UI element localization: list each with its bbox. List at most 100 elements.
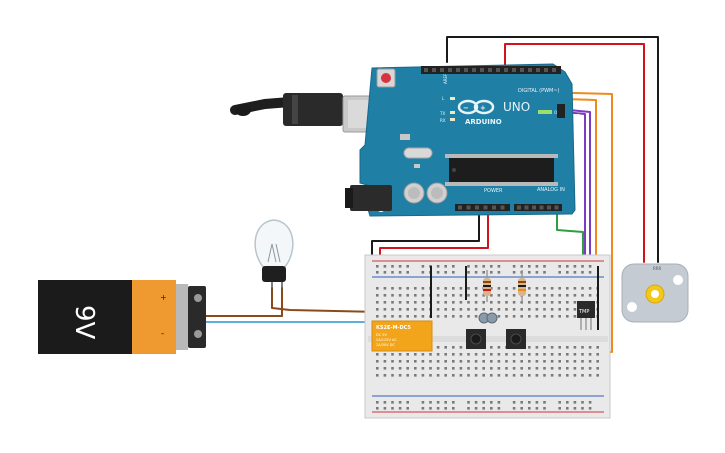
header-pin-hole[interactable]	[488, 68, 492, 72]
breadboard-hole[interactable]	[543, 374, 546, 377]
breadboard-hole[interactable]	[467, 374, 470, 377]
breadboard-hole[interactable]	[459, 374, 463, 377]
breadboard-hole[interactable]	[512, 265, 516, 268]
breadboard-hole[interactable]	[452, 294, 455, 297]
breadboard-hole[interactable]	[459, 353, 463, 356]
breadboard-hole[interactable]	[383, 374, 387, 377]
light-bulb[interactable]	[254, 219, 294, 290]
header-pin-hole[interactable]	[458, 205, 462, 210]
breadboard-hole[interactable]	[444, 367, 447, 370]
breadboard-hole[interactable]	[535, 271, 539, 274]
pushbutton-2[interactable]	[506, 329, 526, 349]
wire-black-gnd-to-motor[interactable]	[446, 36, 659, 263]
breadboard-hole[interactable]	[406, 360, 409, 363]
header-pin-hole[interactable]	[536, 68, 540, 72]
breadboard-hole[interactable]	[490, 308, 493, 311]
breadboard-hole[interactable]	[459, 308, 463, 311]
breadboard-hole[interactable]	[505, 374, 508, 377]
breadboard-hole[interactable]	[482, 294, 485, 297]
breadboard-hole[interactable]	[383, 367, 387, 370]
breadboard-hole[interactable]	[581, 367, 584, 370]
breadboard-hole[interactable]	[512, 353, 516, 356]
breadboard-hole[interactable]	[588, 353, 592, 356]
breadboard-hole[interactable]	[543, 367, 546, 370]
breadboard-hole[interactable]	[452, 360, 455, 363]
breadboard-hole[interactable]	[383, 353, 387, 356]
breadboard-hole[interactable]	[398, 353, 402, 356]
breadboard-hole[interactable]	[573, 294, 577, 297]
breadboard-hole[interactable]	[566, 271, 569, 274]
breadboard-hole[interactable]	[490, 374, 493, 377]
breadboard-hole[interactable]	[452, 374, 455, 377]
breadboard-hole[interactable]	[512, 401, 516, 404]
breadboard-hole[interactable]	[383, 407, 387, 410]
resistor-1[interactable]	[483, 270, 491, 302]
breadboard-hole[interactable]	[543, 294, 546, 297]
breadboard-hole[interactable]	[391, 265, 394, 268]
breadboard-hole[interactable]	[558, 294, 561, 297]
breadboard-hole[interactable]	[581, 360, 584, 363]
header-pin-hole[interactable]	[424, 68, 428, 72]
breadboard-hole[interactable]	[512, 271, 516, 274]
breadboard-hole[interactable]	[505, 301, 508, 304]
breadboard-hole[interactable]	[588, 367, 592, 370]
breadboard-hole[interactable]	[436, 315, 440, 318]
header-pin-hole[interactable]	[466, 205, 471, 210]
breadboard-hole[interactable]	[414, 315, 417, 318]
breadboard-hole[interactable]	[550, 315, 554, 318]
breadboard-hole[interactable]	[383, 308, 387, 311]
breadboard-hole[interactable]	[452, 401, 455, 404]
breadboard-hole[interactable]	[512, 360, 516, 363]
breadboard-hole[interactable]	[550, 360, 554, 363]
breadboard-hole[interactable]	[383, 315, 387, 318]
breadboard-hole[interactable]	[436, 407, 440, 410]
breadboard-hole[interactable]	[398, 287, 402, 290]
breadboard-hole[interactable]	[566, 353, 569, 356]
breadboard-hole[interactable]	[535, 308, 539, 311]
breadboard-hole[interactable]	[558, 301, 561, 304]
breadboard-hole[interactable]	[452, 353, 455, 356]
breadboard-hole[interactable]	[543, 407, 546, 410]
breadboard-hole[interactable]	[421, 287, 425, 290]
breadboard-hole[interactable]	[474, 301, 478, 304]
breadboard-hole[interactable]	[391, 360, 394, 363]
header-pin-hole[interactable]	[472, 68, 476, 72]
breadboard-hole[interactable]	[414, 294, 417, 297]
breadboard-hole[interactable]	[391, 315, 394, 318]
breadboard-hole[interactable]	[528, 287, 531, 290]
breadboard-hole[interactable]	[566, 287, 569, 290]
breadboard-hole[interactable]	[558, 367, 561, 370]
pushbutton-1[interactable]	[466, 329, 486, 349]
breadboard-hole[interactable]	[497, 301, 501, 304]
breadboard-hole[interactable]	[391, 308, 394, 311]
breadboard-hole[interactable]	[558, 287, 561, 290]
breadboard-hole[interactable]	[444, 374, 447, 377]
breadboard-hole[interactable]	[490, 346, 493, 349]
breadboard-hole[interactable]	[528, 360, 531, 363]
breadboard-hole[interactable]	[581, 294, 584, 297]
breadboard-hole[interactable]	[535, 315, 539, 318]
breadboard-hole[interactable]	[558, 265, 561, 268]
breadboard-hole[interactable]	[436, 287, 440, 290]
breadboard-hole[interactable]	[376, 353, 379, 356]
breadboard-hole[interactable]	[376, 367, 379, 370]
breadboard-hole[interactable]	[566, 401, 569, 404]
breadboard-hole[interactable]	[596, 353, 599, 356]
breadboard-hole[interactable]	[376, 407, 379, 410]
breadboard-hole[interactable]	[474, 353, 478, 356]
breadboard-hole[interactable]	[459, 315, 463, 318]
breadboard-hole[interactable]	[512, 374, 516, 377]
dc-motor[interactable]: RRR	[621, 263, 689, 323]
breadboard-hole[interactable]	[459, 301, 463, 304]
breadboard-hole[interactable]	[558, 353, 561, 356]
breadboard-hole[interactable]	[505, 308, 508, 311]
breadboard-hole[interactable]	[566, 308, 569, 311]
breadboard-hole[interactable]	[490, 401, 493, 404]
breadboard-hole[interactable]	[376, 301, 379, 304]
breadboard-hole[interactable]	[429, 401, 432, 404]
breadboard-hole[interactable]	[573, 308, 577, 311]
breadboard-hole[interactable]	[452, 315, 455, 318]
breadboard-hole[interactable]	[414, 353, 417, 356]
breadboard-hole[interactable]	[520, 401, 523, 404]
breadboard-hole[interactable]	[452, 301, 455, 304]
